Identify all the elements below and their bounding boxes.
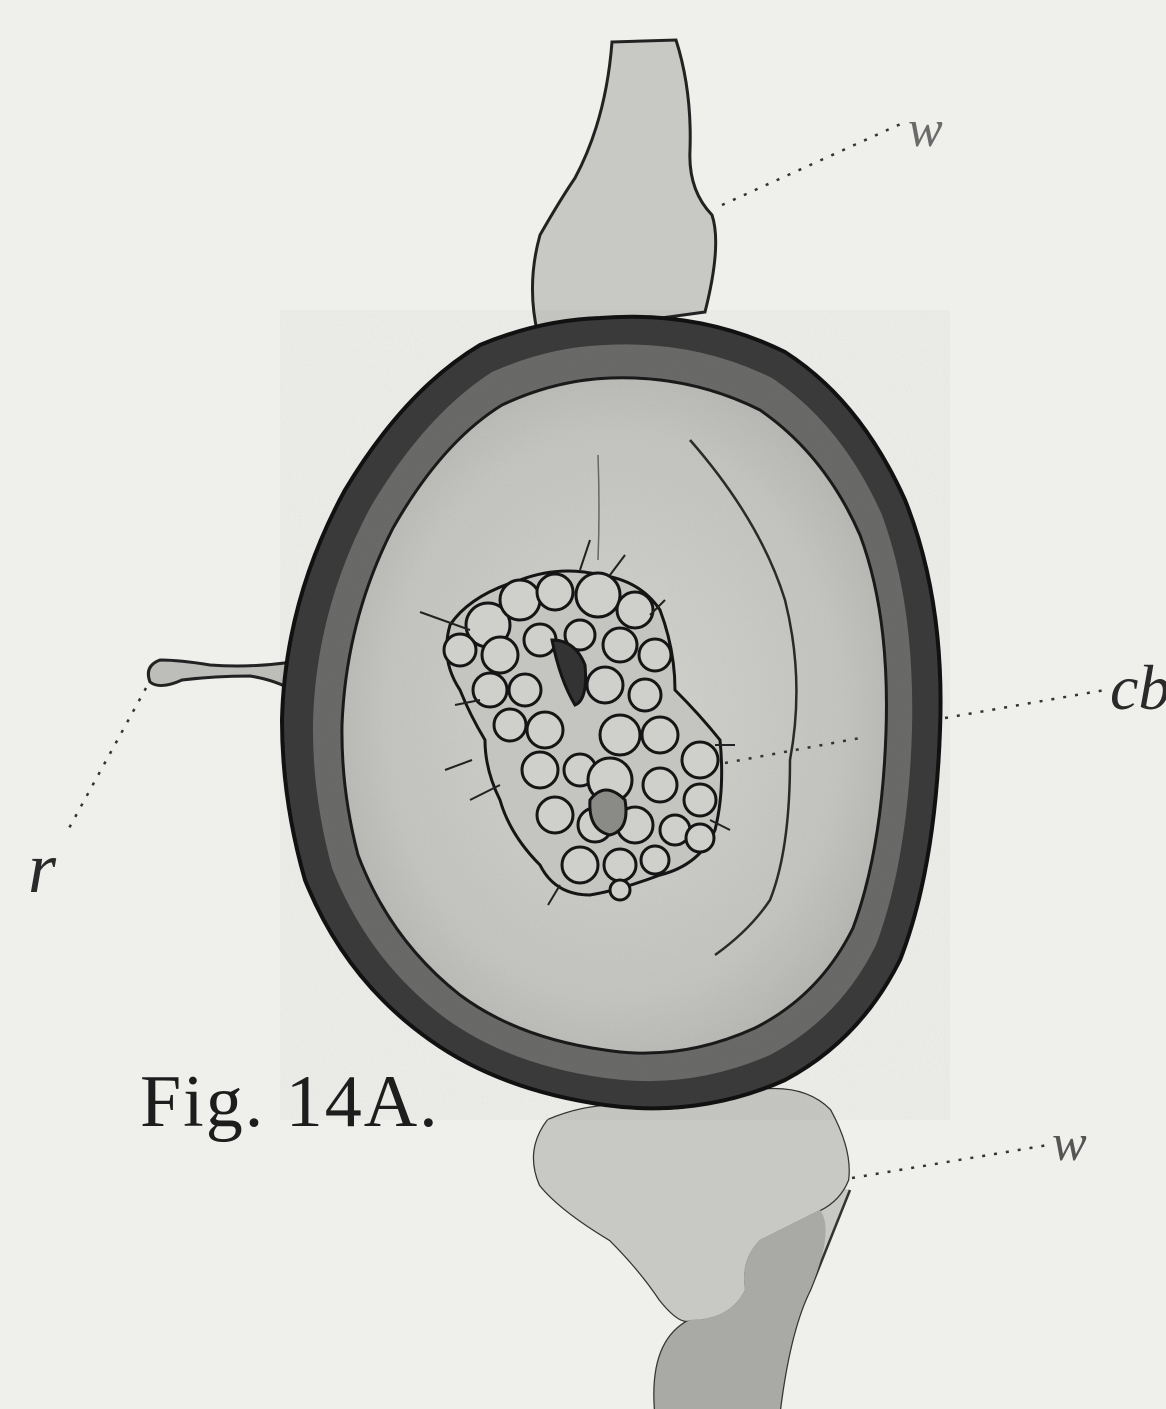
figure-caption-main: Fig. 14	[140, 1061, 364, 1143]
figure-caption: Fig. 14A.	[140, 1060, 440, 1145]
leader-cb-wall	[945, 690, 1105, 718]
leader-w-top	[722, 122, 905, 205]
label-cb: cb	[1110, 656, 1166, 720]
leader-r	[68, 688, 146, 830]
label-w-upper: w	[908, 104, 943, 156]
label-r: r	[28, 832, 56, 904]
figure-caption-suffix: A.	[364, 1061, 440, 1143]
process-r	[148, 660, 292, 690]
upper-wing-appendage	[532, 40, 715, 335]
label-w-lower: w	[1052, 1118, 1087, 1170]
leader-w-bottom	[852, 1145, 1048, 1178]
